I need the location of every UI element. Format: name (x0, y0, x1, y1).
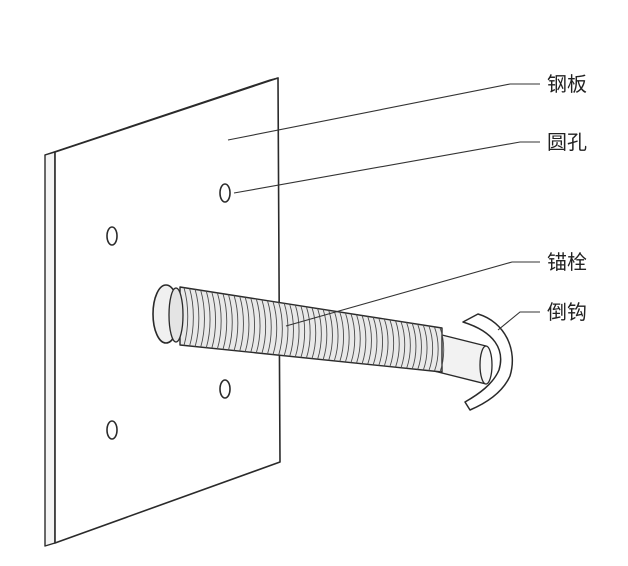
thread-line (289, 304, 294, 357)
thread-line (200, 290, 205, 348)
thread-line (211, 291, 216, 349)
thread-line (439, 327, 445, 372)
thread-line (406, 322, 411, 369)
thread-line (333, 310, 339, 362)
thread-line (339, 311, 344, 362)
steel-plate-left-edge (44, 151, 56, 547)
bolt-head-rim (168, 287, 184, 343)
thread-line (305, 306, 311, 359)
thread-line (400, 321, 406, 368)
hole (106, 226, 118, 246)
thread-line (395, 320, 400, 368)
thread-line (189, 288, 194, 347)
thread-line (350, 313, 356, 363)
thread-line (328, 310, 333, 361)
hole (219, 183, 231, 203)
hole (219, 379, 231, 399)
thread-line (244, 297, 250, 352)
holes (106, 183, 231, 440)
label-anchor-bolt: 锚栓 (547, 250, 587, 274)
thread-line (300, 305, 306, 358)
label-hook: 倒钩 (547, 300, 587, 324)
labels: 钢板 圆孔 锚栓 倒钩 (547, 72, 587, 324)
hook-outer (462, 313, 514, 411)
thread-line (389, 319, 395, 367)
leader-hole (233, 141, 540, 194)
leader-hook (497, 311, 540, 331)
thread-line (322, 309, 328, 360)
anchor-bolt (152, 284, 493, 385)
thread-line (239, 296, 244, 352)
thread-line (294, 304, 300, 358)
thread-line (317, 308, 322, 360)
label-steel-plate: 钢板 (547, 72, 587, 96)
thread-line (361, 315, 367, 364)
thread-line (367, 316, 372, 365)
barbed-hook (462, 313, 514, 411)
thread-line (372, 317, 378, 366)
leader-steel-plate (227, 83, 540, 141)
thread-line (356, 314, 361, 364)
thread-line (233, 295, 239, 351)
thread-line (311, 307, 317, 359)
thread-line (378, 317, 383, 366)
thread-line (278, 302, 283, 356)
thread-line (383, 318, 389, 367)
thread-line (272, 301, 278, 355)
thread-line (261, 299, 267, 354)
thread-line (255, 298, 261, 354)
thread-line (205, 290, 211, 348)
thread-line (183, 287, 189, 346)
hole (106, 420, 118, 440)
thread-line (283, 303, 289, 356)
leader-anchor-bolt (285, 261, 540, 327)
bolt-threads (183, 287, 445, 372)
bolt-shank-end (479, 345, 493, 385)
thread-line (428, 325, 434, 371)
label-hole: 圆孔 (547, 130, 587, 154)
thread-line (411, 323, 417, 370)
leader-lines (227, 83, 540, 331)
thread-line (222, 293, 228, 350)
thread-line (216, 292, 222, 350)
thread-line (433, 326, 439, 372)
thread-line (417, 324, 422, 370)
thread-line (194, 289, 200, 347)
thread-line (344, 312, 350, 363)
thread-line (228, 294, 233, 351)
thread-line (422, 324, 428, 371)
thread-line (250, 297, 255, 353)
thread-line (267, 300, 272, 355)
